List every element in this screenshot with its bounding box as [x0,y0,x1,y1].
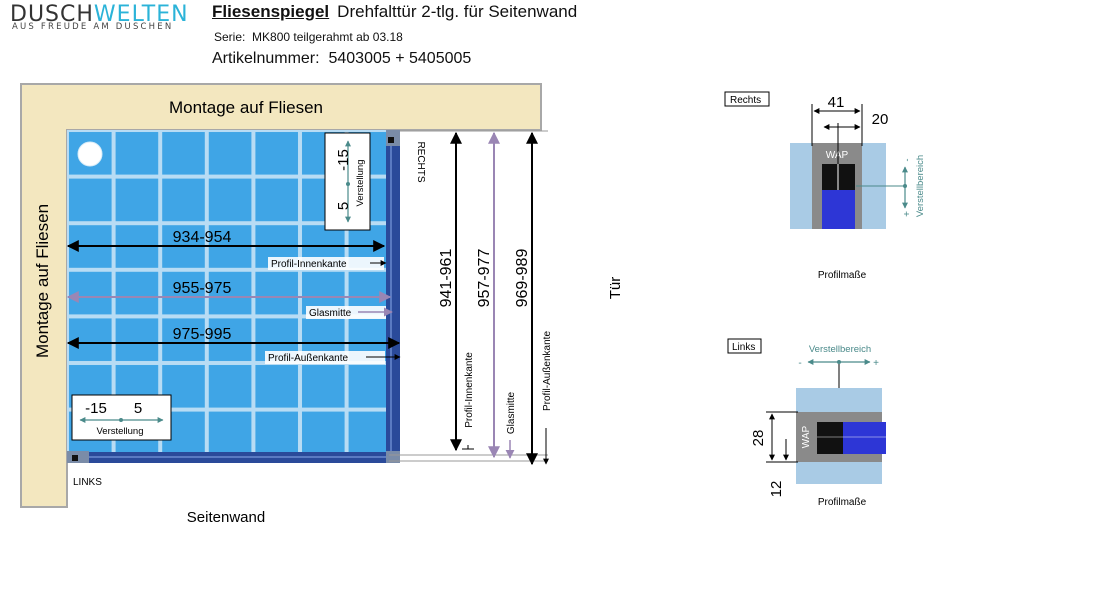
rechts-label: RECHTS [415,141,426,182]
detail-rechts-dim-offset: 20 [872,111,889,128]
detail-links-wap: WAP [801,425,812,448]
detail-rechts-range-minus: - [902,159,912,162]
detail-links-range-plus: + [873,358,879,369]
dim-v-3-label: Profil-Außenkante [542,331,553,411]
adjust-top-minus: -15 [335,149,352,171]
door-label: Tür [607,277,624,300]
logo-text-part1: DUSCH [10,2,94,27]
links-label: LINKS [73,477,102,488]
detail-rechts-dim-width: 41 [828,94,845,111]
adjust-bottom-plus: 5 [134,400,142,417]
dim-v-2-label: Glasmitte [506,391,517,434]
article-label: Artikelnummer: [212,50,320,67]
detail-rechts-caption: Profilmaße [818,270,867,281]
dim-h-2-value: 955-975 [173,280,232,297]
detail-links-caption: Profilmaße [818,497,867,508]
top-wall-label: Montage auf Fliesen [169,98,323,117]
detail-links-tag: Links [732,342,755,353]
dim-h-1-label: Profil-Innenkante [271,259,347,270]
dim-h-3-label: Profil-Außenkante [268,353,348,364]
adjust-bottom-label: Verstellung [96,426,143,437]
article-value: 5403005 + 5405005 [328,50,472,67]
dim-h-2-label: Glasmitte [309,308,352,319]
page-title: Fliesenspiegel [212,2,330,21]
dim-v-1-label: Profil-Innenkante [464,352,475,428]
detail-links-dim-height: 28 [750,430,767,447]
article-number-line: Artikelnummer: 5403005 + 5405005 [212,50,471,68]
detail-rechts-tag-box [724,91,770,107]
series-value: MK800 teilgerahmt ab 03.18 [252,30,403,44]
dim-v-1-value: 941-961 [438,249,455,308]
title-row: Fliesenspiegel Drehfalttür 2-tlg. für Sei… [212,2,577,22]
adjust-bottom-minus: -15 [85,400,107,417]
detail-rechts-wap: WAP [826,150,849,161]
series-label: Serie: [214,30,246,44]
series-line: Serie: MK800 teilgerahmt ab 03.18 [214,30,403,44]
detail-rechts-tag: Rechts [730,95,761,106]
bottom-wall-label: Seitenwand [187,509,265,526]
dim-h-1-value: 934-954 [173,229,232,246]
logo-tagline: AUS FREUDE AM DUSCHEN [12,22,174,32]
detail-links-range-label: Verstellbereich [809,344,871,355]
drain-icon [77,141,103,167]
left-wall-label: Montage auf Fliesen [33,204,52,358]
dim-v-3-value: 969-989 [514,249,531,308]
detail-links-range-minus: - [798,358,801,369]
adjust-top-plus: 5 [335,202,352,210]
detail-rechts-range-label: Verstellbereich [915,155,926,217]
brand-logo: DUSCHWELTEN [10,2,189,27]
logo-text-part2: WELTEN [93,2,189,27]
detail-rechts-range-plus: + [902,211,913,217]
dim-h-3-value: 975-995 [173,326,232,343]
detail-links-dim-offset: 12 [768,481,785,498]
detail-links-tag-box [727,338,762,354]
profile-right [386,130,400,460]
adjust-top-label: Verstellung [355,159,366,206]
dim-v-2-value: 957-977 [476,249,493,308]
page-subtitle: Drehfalttür 2-tlg. für Seitenwand [337,2,578,21]
